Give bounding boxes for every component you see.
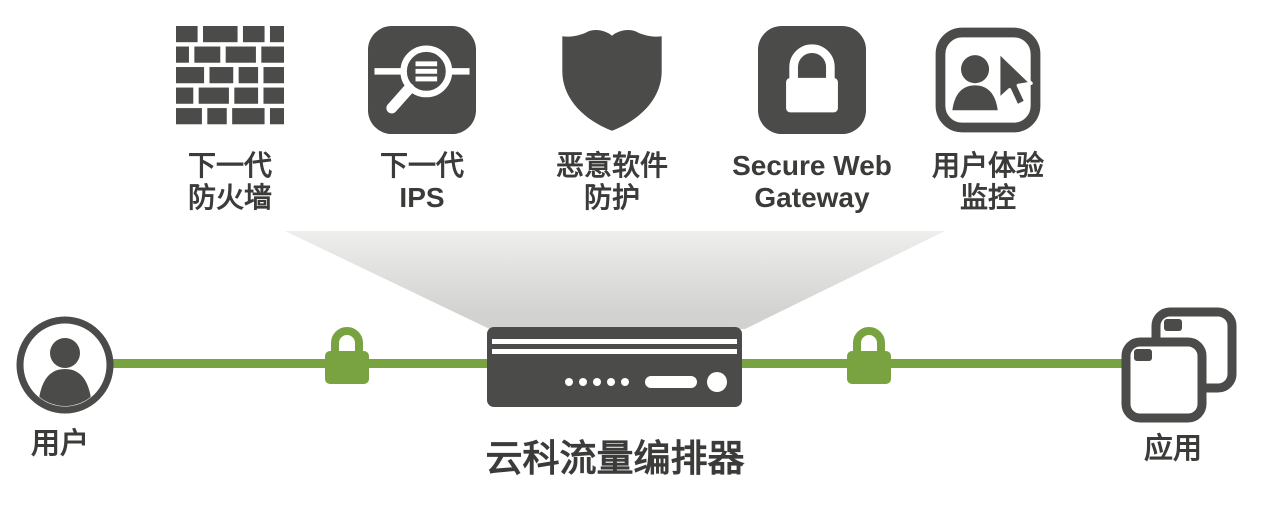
label-line: 防火墙: [187, 182, 272, 214]
app-windows-icon: [1118, 306, 1240, 424]
green-padlock-icon-right: [840, 323, 898, 387]
green-padlock-icon-left: [318, 323, 376, 387]
service-label-next-gen-ips: 下一代 IPS: [380, 150, 464, 215]
service-label-secure-web-gateway: Secure Web Gateway: [732, 150, 892, 215]
service-malware-protection: 恶意软件 防护: [517, 26, 707, 215]
magnifier-inspect-icon: [368, 26, 476, 134]
app-label: 应用: [1143, 433, 1202, 465]
service-label-user-experience-monitoring: 用户体验 监控: [932, 150, 1044, 215]
service-next-gen-firewall: 下一代 防火墙: [135, 26, 325, 215]
label-line: 防护: [583, 182, 640, 214]
label-line: 恶意软件: [555, 150, 668, 181]
label-line: 下一代: [187, 150, 272, 181]
label-line: Secure Web: [732, 150, 892, 181]
user-label: 用户: [30, 428, 89, 460]
padlock-icon: [758, 26, 866, 134]
service-secure-web-gateway: Secure Web Gateway: [717, 26, 907, 215]
label-line: 监控: [959, 182, 1016, 214]
service-next-gen-ips: 下一代 IPS: [327, 26, 517, 215]
label-line: 下一代: [379, 150, 464, 181]
appliance-server-icon: [487, 327, 742, 407]
user-cursor-icon: [934, 26, 1042, 134]
service-label-next-gen-firewall: 下一代 防火墙: [188, 150, 272, 215]
label-line: 用户体验: [931, 150, 1044, 181]
label-line: Gateway: [754, 182, 870, 214]
service-user-experience-monitoring: 用户体验 监控: [893, 26, 1083, 215]
shield-icon: [558, 26, 666, 134]
firewall-bricks-icon: [176, 26, 284, 134]
funnel-shape: [285, 231, 945, 329]
service-label-malware-protection: 恶意软件 防护: [556, 150, 668, 215]
orchestrator-label: 云科流量编排器: [485, 438, 745, 479]
label-line: IPS: [399, 182, 445, 214]
user-circle-icon: [15, 315, 115, 415]
